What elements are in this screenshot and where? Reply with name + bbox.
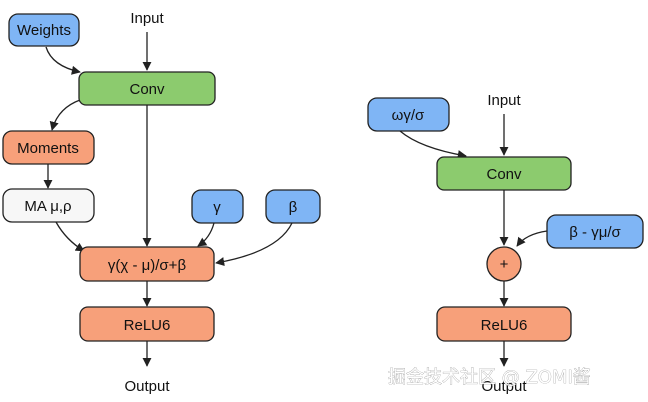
left-conv-node: Conv xyxy=(78,71,216,106)
left-relu-node: ReLU6 xyxy=(79,306,215,342)
left-beta-label: β xyxy=(289,199,298,216)
right-conv-node: Conv xyxy=(436,156,572,191)
edge-bias-to-plus xyxy=(516,230,548,247)
right-plus-label: + xyxy=(500,256,509,273)
left-gamma-label: γ xyxy=(213,199,221,216)
left-beta-node: β xyxy=(265,189,321,224)
edge-beta-to-formula xyxy=(215,222,293,267)
left-moments-label: Moments xyxy=(17,140,79,157)
left-ma-label: MA μ,ρ xyxy=(24,198,71,215)
right-plus-node: + xyxy=(486,246,522,282)
left-edges xyxy=(43,32,293,367)
right-wgs-node: ωγ/σ xyxy=(367,97,450,132)
left-gamma-node: γ xyxy=(191,189,244,224)
left-weights-node: Weights xyxy=(8,13,80,47)
left-conv-label: Conv xyxy=(129,81,165,98)
watermark: 掘金技术社区 @ ZOMI酱 xyxy=(388,367,591,388)
right-relu-label: ReLU6 xyxy=(481,317,528,334)
left-ma-node: MA μ,ρ xyxy=(2,188,95,223)
right-bias-node: β - γμ/σ xyxy=(546,214,644,249)
left-moments-node: Moments xyxy=(2,130,95,165)
left-formula-node: γ(χ - μ)/σ+β xyxy=(79,246,215,282)
left-weights-label: Weights xyxy=(17,22,71,39)
left-output-label: Output xyxy=(124,378,170,395)
left-relu-label: ReLU6 xyxy=(124,317,171,334)
left-formula-label: γ(χ - μ)/σ+β xyxy=(108,257,187,274)
right-conv-label: Conv xyxy=(486,166,522,183)
edge-conv-to-moments xyxy=(49,99,81,131)
right-edges xyxy=(399,114,548,367)
right-output-label: Output xyxy=(481,378,527,395)
edge-wgs-to-conv xyxy=(399,130,467,160)
left-input-label: Input xyxy=(130,10,164,27)
edge-gamma-to-formula xyxy=(197,222,215,247)
edge-ma-to-formula xyxy=(55,221,85,252)
right-bias-label: β - γμ/σ xyxy=(569,224,621,241)
edge-weights-to-conv xyxy=(45,46,81,75)
right-wgs-label: ωγ/σ xyxy=(392,107,425,124)
right-relu-node: ReLU6 xyxy=(436,306,572,342)
right-input-label: Input xyxy=(487,92,521,109)
